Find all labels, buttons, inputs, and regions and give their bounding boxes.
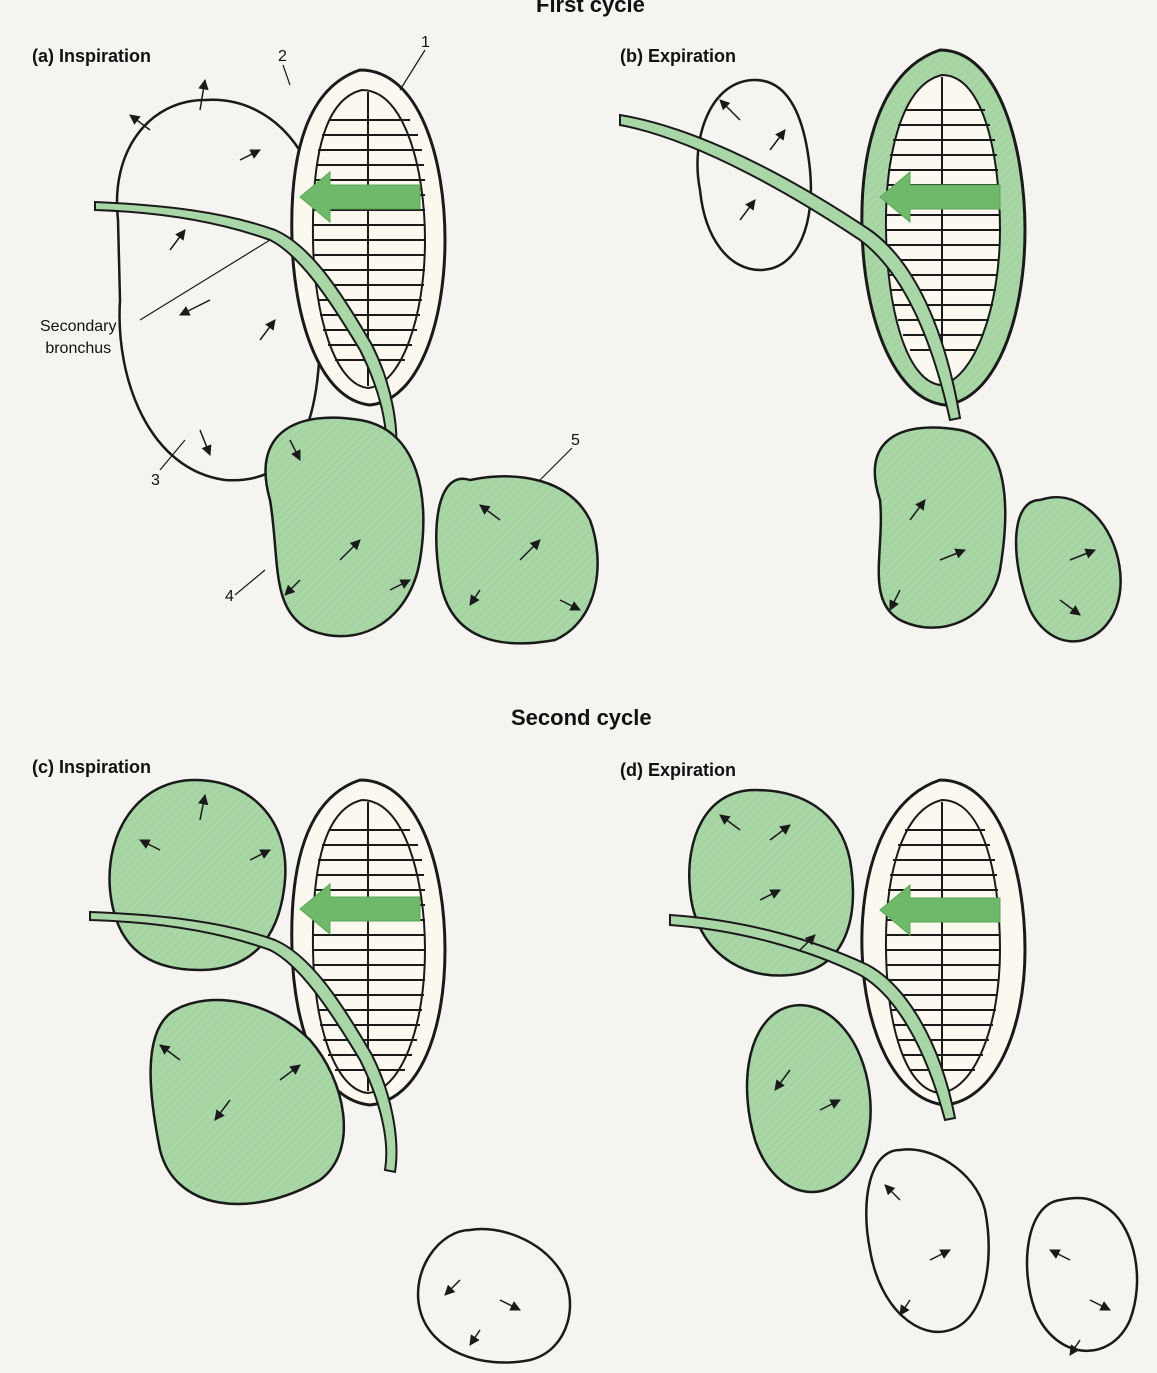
posterior-air-sac-right <box>1016 497 1121 641</box>
posterior-air-sac-right <box>418 1229 570 1362</box>
callout-2: 2 <box>278 48 287 66</box>
posterior-air-sac-right <box>1027 1198 1137 1351</box>
panel-d-label: (d) Expiration <box>620 760 736 781</box>
secondary-bronchus-label: Secondary bronchus <box>40 316 117 360</box>
panel-c-inspiration <box>90 780 570 1363</box>
secondary-bronchus-line1: Secondary <box>40 316 117 338</box>
panel-c-label: (c) Inspiration <box>32 757 151 778</box>
panel-d-expiration <box>670 780 1137 1355</box>
callout-1: 1 <box>421 34 430 52</box>
posterior-air-sac-left <box>266 418 424 637</box>
panel-a-inspiration <box>95 70 598 643</box>
lung-parabronchi <box>862 780 1025 1105</box>
panel-b-label: (b) Expiration <box>620 46 736 67</box>
posterior-air-sac-left <box>875 428 1005 628</box>
panel-b-expiration <box>620 50 1121 641</box>
second-cycle-title: Second cycle <box>511 705 652 731</box>
posterior-air-sac-right <box>436 476 597 643</box>
callout-4: 4 <box>225 588 234 606</box>
first-cycle-title: First cycle <box>536 0 645 18</box>
posterior-air-sac-lower-left <box>866 1149 988 1332</box>
callout-5: 5 <box>571 432 580 450</box>
panel-a-label: (a) Inspiration <box>32 46 151 67</box>
callout-3: 3 <box>151 472 160 490</box>
secondary-bronchus-line2: bronchus <box>40 338 117 360</box>
anterior-air-sac <box>117 100 323 481</box>
posterior-air-sac-left <box>747 1005 871 1192</box>
